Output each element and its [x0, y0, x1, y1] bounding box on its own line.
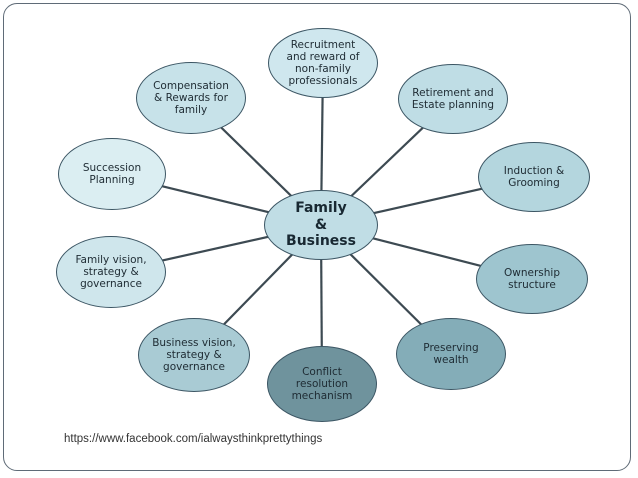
node-recruitment: Recruitment and reward of non-family pro… — [268, 28, 378, 98]
center-label: Family & Business — [286, 200, 356, 250]
node-conflict: Conflict resolution mechanism — [267, 346, 377, 422]
node-ownership-label: Ownership structure — [504, 267, 560, 291]
source-link[interactable]: https://www.facebook.com/ialwaysthinkpre… — [64, 433, 323, 445]
node-retirement-label: Retirement and Estate planning — [411, 87, 495, 111]
node-family-vision-label: Family vision, strategy & governance — [75, 254, 147, 290]
node-induction: Induction & Grooming — [478, 142, 590, 212]
node-ownership: Ownership structure — [476, 244, 588, 314]
node-compensation-label: Compensation & Rewards for family — [153, 80, 229, 116]
node-business-vision-label: Business vision, strategy & governance — [152, 337, 236, 373]
node-family-vision: Family vision, strategy & governance — [56, 236, 166, 308]
node-conflict-label: Conflict resolution mechanism — [291, 366, 353, 402]
node-succession: Succession Planning — [58, 138, 166, 210]
node-preserving: Preserving wealth — [396, 318, 506, 390]
node-recruitment-label: Recruitment and reward of non-family pro… — [286, 39, 360, 87]
node-business-vision: Business vision, strategy & governance — [138, 318, 250, 392]
node-compensation: Compensation & Rewards for family — [136, 62, 246, 134]
node-retirement: Retirement and Estate planning — [398, 64, 508, 134]
node-succession-label: Succession Planning — [82, 162, 142, 186]
center-node-family-business: Family & Business — [264, 190, 378, 260]
node-preserving-label: Preserving wealth — [423, 342, 479, 366]
node-induction-label: Induction & Grooming — [503, 165, 565, 189]
